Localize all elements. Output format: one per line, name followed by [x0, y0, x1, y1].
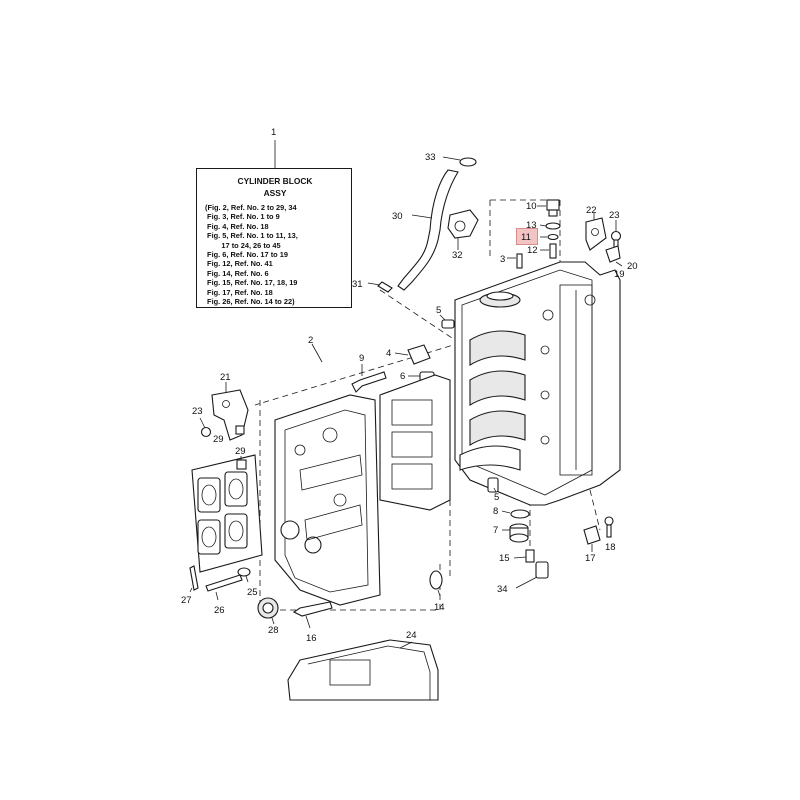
note-ref-line: Fig. 6, Ref. No. 17 to 19: [205, 250, 288, 260]
note-ref-line: (Fig. 2, Ref. No. 2 to 29, 34: [205, 203, 297, 212]
gasket-plate: [379, 374, 451, 511]
callout-30: 30: [392, 211, 403, 222]
part-9-bolt: [351, 364, 387, 393]
part-11-washer: [540, 233, 559, 241]
note-ref-line: Fig. 5, Ref. No. 1 to 11, 13,: [205, 231, 298, 241]
part-23-bolt-upper: [610, 220, 622, 251]
part-27-bolt: [189, 565, 199, 593]
callout-17: 17: [585, 553, 596, 564]
part-15-bolt: [513, 549, 535, 563]
note-ref-line: Fig. 4, Ref. No. 18: [205, 221, 269, 231]
callout-31: 31: [352, 279, 363, 290]
note-ref-line: Fig. 12, Ref. No. 41: [205, 259, 273, 269]
callout-20: 20: [627, 261, 638, 272]
callout-33: 33: [425, 152, 436, 163]
callout-12: 12: [527, 245, 538, 256]
callout-34: 34: [497, 584, 508, 595]
note-ref-line: Fig. 15, Ref. No. 17, 18, 19: [205, 278, 298, 288]
callout-9: 9: [359, 353, 364, 364]
part-1-cylinder-block: [454, 261, 621, 506]
part-24-gasket: [287, 639, 439, 701]
callout-21: 21: [220, 372, 231, 383]
part-4-fitting: [394, 344, 431, 365]
part-7-plug: [502, 523, 529, 543]
callout-2: 2: [308, 335, 313, 346]
callout-26: 26: [214, 605, 225, 616]
assembly-boundary-top: [490, 199, 561, 270]
callout-11-highlight: [516, 228, 538, 245]
part-29-grommet-upper: [235, 425, 245, 435]
part-30-hose: [397, 169, 459, 291]
part-2-crankcase: [274, 343, 381, 606]
part-10-plug: [537, 199, 560, 217]
dash-guide-4: [589, 489, 601, 531]
note-ref-line: Fig. 3, Ref. No. 1 to 9: [205, 212, 280, 222]
part-32-hose-holder: [447, 209, 479, 250]
callout-6: 6: [400, 371, 405, 382]
callout-23-left: 23: [192, 406, 203, 417]
note-ref-line: Fig. 17, Ref. No. 18: [205, 287, 273, 297]
part-31-anode: [367, 281, 393, 293]
callout-4: 4: [386, 348, 391, 359]
callout-16: 16: [306, 633, 317, 644]
part-22-bracket: [585, 213, 607, 251]
callout-27: 27: [181, 595, 192, 606]
cylinder-block-assy-note: CYLINDER BLOCK ASSY (Fig. 2, Ref. No. 2 …: [196, 168, 352, 308]
callout-18: 18: [605, 542, 616, 553]
dash-guide-1: [254, 339, 471, 406]
part-13-gasket: [539, 222, 561, 230]
callout-25: 25: [247, 587, 258, 598]
part-12-screw: [540, 243, 557, 259]
part-33-clip: [442, 156, 477, 167]
callout-5-upper: 5: [436, 305, 441, 316]
part-3-pin: [507, 253, 523, 269]
callout-11: 11: [521, 232, 531, 243]
callout-29-lower: 29: [235, 446, 246, 457]
callout-10: 10: [526, 201, 537, 212]
callout-28: 28: [268, 625, 279, 636]
part-5-dowel-upper: [439, 314, 455, 329]
callout-23-upper: 23: [609, 210, 620, 221]
callout-8: 8: [493, 506, 498, 517]
intake-assembly: [191, 454, 263, 573]
callout-14: 14: [434, 602, 445, 613]
note-ref-line: Fig. 26, Ref. No. 14 to 22): [205, 297, 295, 307]
note-ref-line: Fig. 14, Ref. No. 6: [205, 268, 269, 278]
part-16-bolt: [292, 601, 333, 629]
part-19-damper: [605, 245, 623, 267]
part-5-dowel-lower: [487, 477, 499, 493]
dash-guide-5: [379, 289, 456, 341]
callout-19: 19: [614, 269, 625, 280]
note-ref-line: 17 to 24, 26 to 45: [205, 240, 281, 250]
callout-13: 13: [526, 220, 537, 231]
part-26-bolt: [205, 574, 243, 601]
callout-1: 1: [271, 127, 276, 138]
part-17-holder: [583, 525, 601, 552]
part-23-bolt-left: [199, 417, 212, 438]
part-34-plug: [515, 561, 549, 589]
callout-29-upper: 29: [213, 434, 224, 445]
part-14-o-ring: [429, 570, 443, 597]
callout-7: 7: [493, 525, 498, 536]
part-28-pulley: [257, 597, 279, 625]
note-title-line2: ASSY: [263, 188, 287, 198]
callout-5-lower: 5: [494, 492, 499, 503]
callout-22: 22: [586, 205, 597, 216]
callout-15: 15: [499, 553, 510, 564]
part-29-grommet-lower: [236, 456, 247, 470]
callout-24: 24: [406, 630, 417, 641]
part-18-screw: [604, 516, 614, 538]
callout-3: 3: [500, 254, 505, 265]
callout-32: 32: [452, 250, 463, 261]
part-25-washer: [237, 567, 251, 583]
part-8-o-ring: [501, 509, 530, 519]
note-title-line1: CYLINDER BLOCK: [237, 176, 313, 186]
